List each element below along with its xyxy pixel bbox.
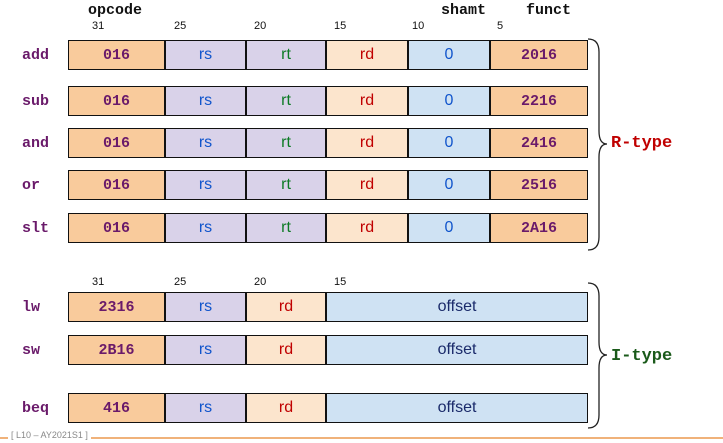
r-and-rd-field: rd [326,128,408,158]
i-lw-rd-field: rd [246,292,326,322]
r-and-shamt-field: 0 [408,128,490,158]
footer-caption: [ L10 – AY2021S1 ] [8,430,91,440]
r-bit-20: 20 [254,20,267,32]
i-beq-offset-field: offset [326,393,588,423]
i-mnemonic-sw: sw [22,342,41,359]
base-subscript: 16 [112,92,131,110]
r-and-rs-field: rs [165,128,246,158]
hex-value: 0 [102,219,112,237]
base-subscript: 16 [112,399,131,417]
hex-value: 22 [520,92,539,110]
r-sub-shamt-field: 0 [408,86,490,116]
hex-value: 2A [520,219,539,237]
r-add-rs-field: rs [165,40,246,70]
r-or-rt-field: rt [246,170,326,200]
base-subscript: 16 [116,341,135,359]
hex-value: 0 [102,176,112,194]
shamt-field-label: shamt [441,2,487,19]
i-bit-20: 20 [254,276,267,288]
base-subscript: 16 [539,46,558,64]
r-or-rs-field: rs [165,170,246,200]
i-lw-rs-field: rs [165,292,246,322]
r-mnemonic-sub: sub [22,93,50,110]
r-slt-rs-field: rs [165,213,246,243]
base-subscript: 16 [112,219,131,237]
r-sub-rd-field: rd [326,86,408,116]
r-bit-5: 5 [497,20,504,32]
i-sw-rd-field: rd [246,335,326,365]
base-subscript: 16 [539,134,558,152]
r-add-rd-field: rd [326,40,408,70]
i-beq-rd-field: rd [246,393,326,423]
r-or-shamt-field: 0 [408,170,490,200]
base-subscript: 16 [539,92,558,110]
i-mnemonic-beq: beq [22,400,50,417]
r-slt-rt-field: rt [246,213,326,243]
r-bit-25: 25 [174,20,187,32]
i-type-brace [587,282,608,429]
footer-divider [0,437,723,439]
r-bit-15: 15 [334,20,347,32]
hex-value: 23 [98,298,117,316]
hex-value: 0 [102,92,112,110]
base-subscript: 16 [112,134,131,152]
base-subscript: 16 [539,176,558,194]
r-add-shamt-field: 0 [408,40,490,70]
r-slt-shamt-field: 0 [408,213,490,243]
base-subscript: 16 [539,219,558,237]
base-subscript: 16 [112,46,131,64]
r-bit-10: 10 [412,20,425,32]
r-slt-rd-field: rd [326,213,408,243]
i-sw-rs-field: rs [165,335,246,365]
hex-value: 0 [102,46,112,64]
r-add-rt-field: rt [246,40,326,70]
opcode-field-label: opcode [88,2,143,19]
hex-value: 2B [98,341,117,359]
hex-value: 0 [102,134,112,152]
r-and-rt-field: rt [246,128,326,158]
i-mnemonic-lw: lw [22,299,41,316]
r-type-label: R-type [611,134,673,153]
i-type-label: I-type [611,347,673,366]
hex-value: 25 [520,176,539,194]
hex-value: 20 [520,46,539,64]
i-bit-31: 31 [92,276,105,288]
funct-field-label: funct [526,2,572,19]
r-mnemonic-or: or [22,177,41,194]
i-lw-offset-field: offset [326,292,588,322]
base-subscript: 16 [116,298,135,316]
r-bit-31: 31 [92,20,105,32]
r-mnemonic-and: and [22,135,50,152]
r-mnemonic-slt: slt [22,220,50,237]
i-bit-15: 15 [334,276,347,288]
hex-value: 24 [520,134,539,152]
r-type-brace [587,38,608,251]
r-or-rd-field: rd [326,170,408,200]
r-sub-rs-field: rs [165,86,246,116]
r-sub-rt-field: rt [246,86,326,116]
i-beq-rs-field: rs [165,393,246,423]
i-bit-25: 25 [174,276,187,288]
r-mnemonic-add: add [22,47,50,64]
hex-value: 4 [102,399,112,417]
base-subscript: 16 [112,176,131,194]
i-sw-offset-field: offset [326,335,588,365]
